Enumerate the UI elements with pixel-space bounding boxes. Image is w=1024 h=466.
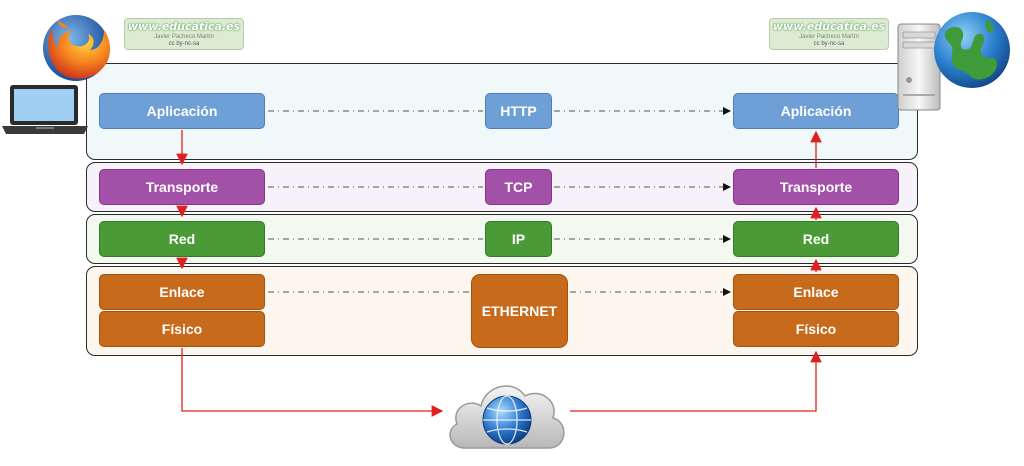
- tcp-protocol-box: TCP: [485, 169, 552, 205]
- right-link-box: Enlace: [733, 274, 899, 310]
- ip-protocol-box: IP: [485, 221, 552, 257]
- left-physical-box: Físico: [99, 311, 265, 347]
- right-application-box: Aplicación: [733, 93, 899, 129]
- right-physical-box: Físico: [733, 311, 899, 347]
- left-link-box: Enlace: [99, 274, 265, 310]
- left-transport-box: Transporte: [99, 169, 265, 205]
- laptop-icon: [2, 85, 88, 134]
- educatica-logo-right: www.educatica.es Javier Pacheco Martín c…: [769, 18, 889, 50]
- firefox-icon: [43, 15, 111, 81]
- logo-license: cc by-nc-sa: [168, 41, 200, 47]
- logo-author: Javier Pacheco Martín: [154, 34, 214, 40]
- logo-text: www.educatica.es: [127, 20, 241, 33]
- left-network-box: Red: [99, 221, 265, 257]
- http-protocol-box: HTTP: [485, 93, 552, 129]
- logo-author: Javier Pacheco Martín: [799, 34, 859, 40]
- ethernet-protocol-box: ETHERNET: [471, 274, 568, 348]
- educatica-logo-left: www.educatica.es Javier Pacheco Martín c…: [124, 18, 244, 50]
- path-to-internet: [181, 348, 444, 417]
- cloud-internet-icon: [449, 385, 565, 449]
- server-icon: [897, 23, 941, 111]
- left-application-box: Aplicación: [99, 93, 265, 129]
- globe-icon: [934, 12, 1010, 88]
- logo-license: cc by-nc-sa: [813, 41, 845, 47]
- logo-text: www.educatica.es: [772, 20, 886, 33]
- path-from-internet: [570, 350, 822, 412]
- right-network-box: Red: [733, 221, 899, 257]
- right-transport-box: Transporte: [733, 169, 899, 205]
